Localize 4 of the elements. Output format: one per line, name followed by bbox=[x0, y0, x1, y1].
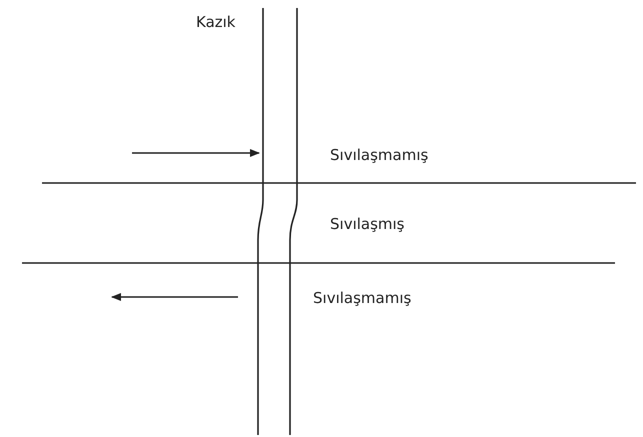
layer-label: Sıvılaşmamış bbox=[330, 146, 428, 164]
layer-label: Sıvılaşmış bbox=[330, 215, 405, 233]
layer-label: Sıvılaşmamış bbox=[313, 289, 412, 307]
pile-label: Kazık bbox=[196, 13, 236, 31]
